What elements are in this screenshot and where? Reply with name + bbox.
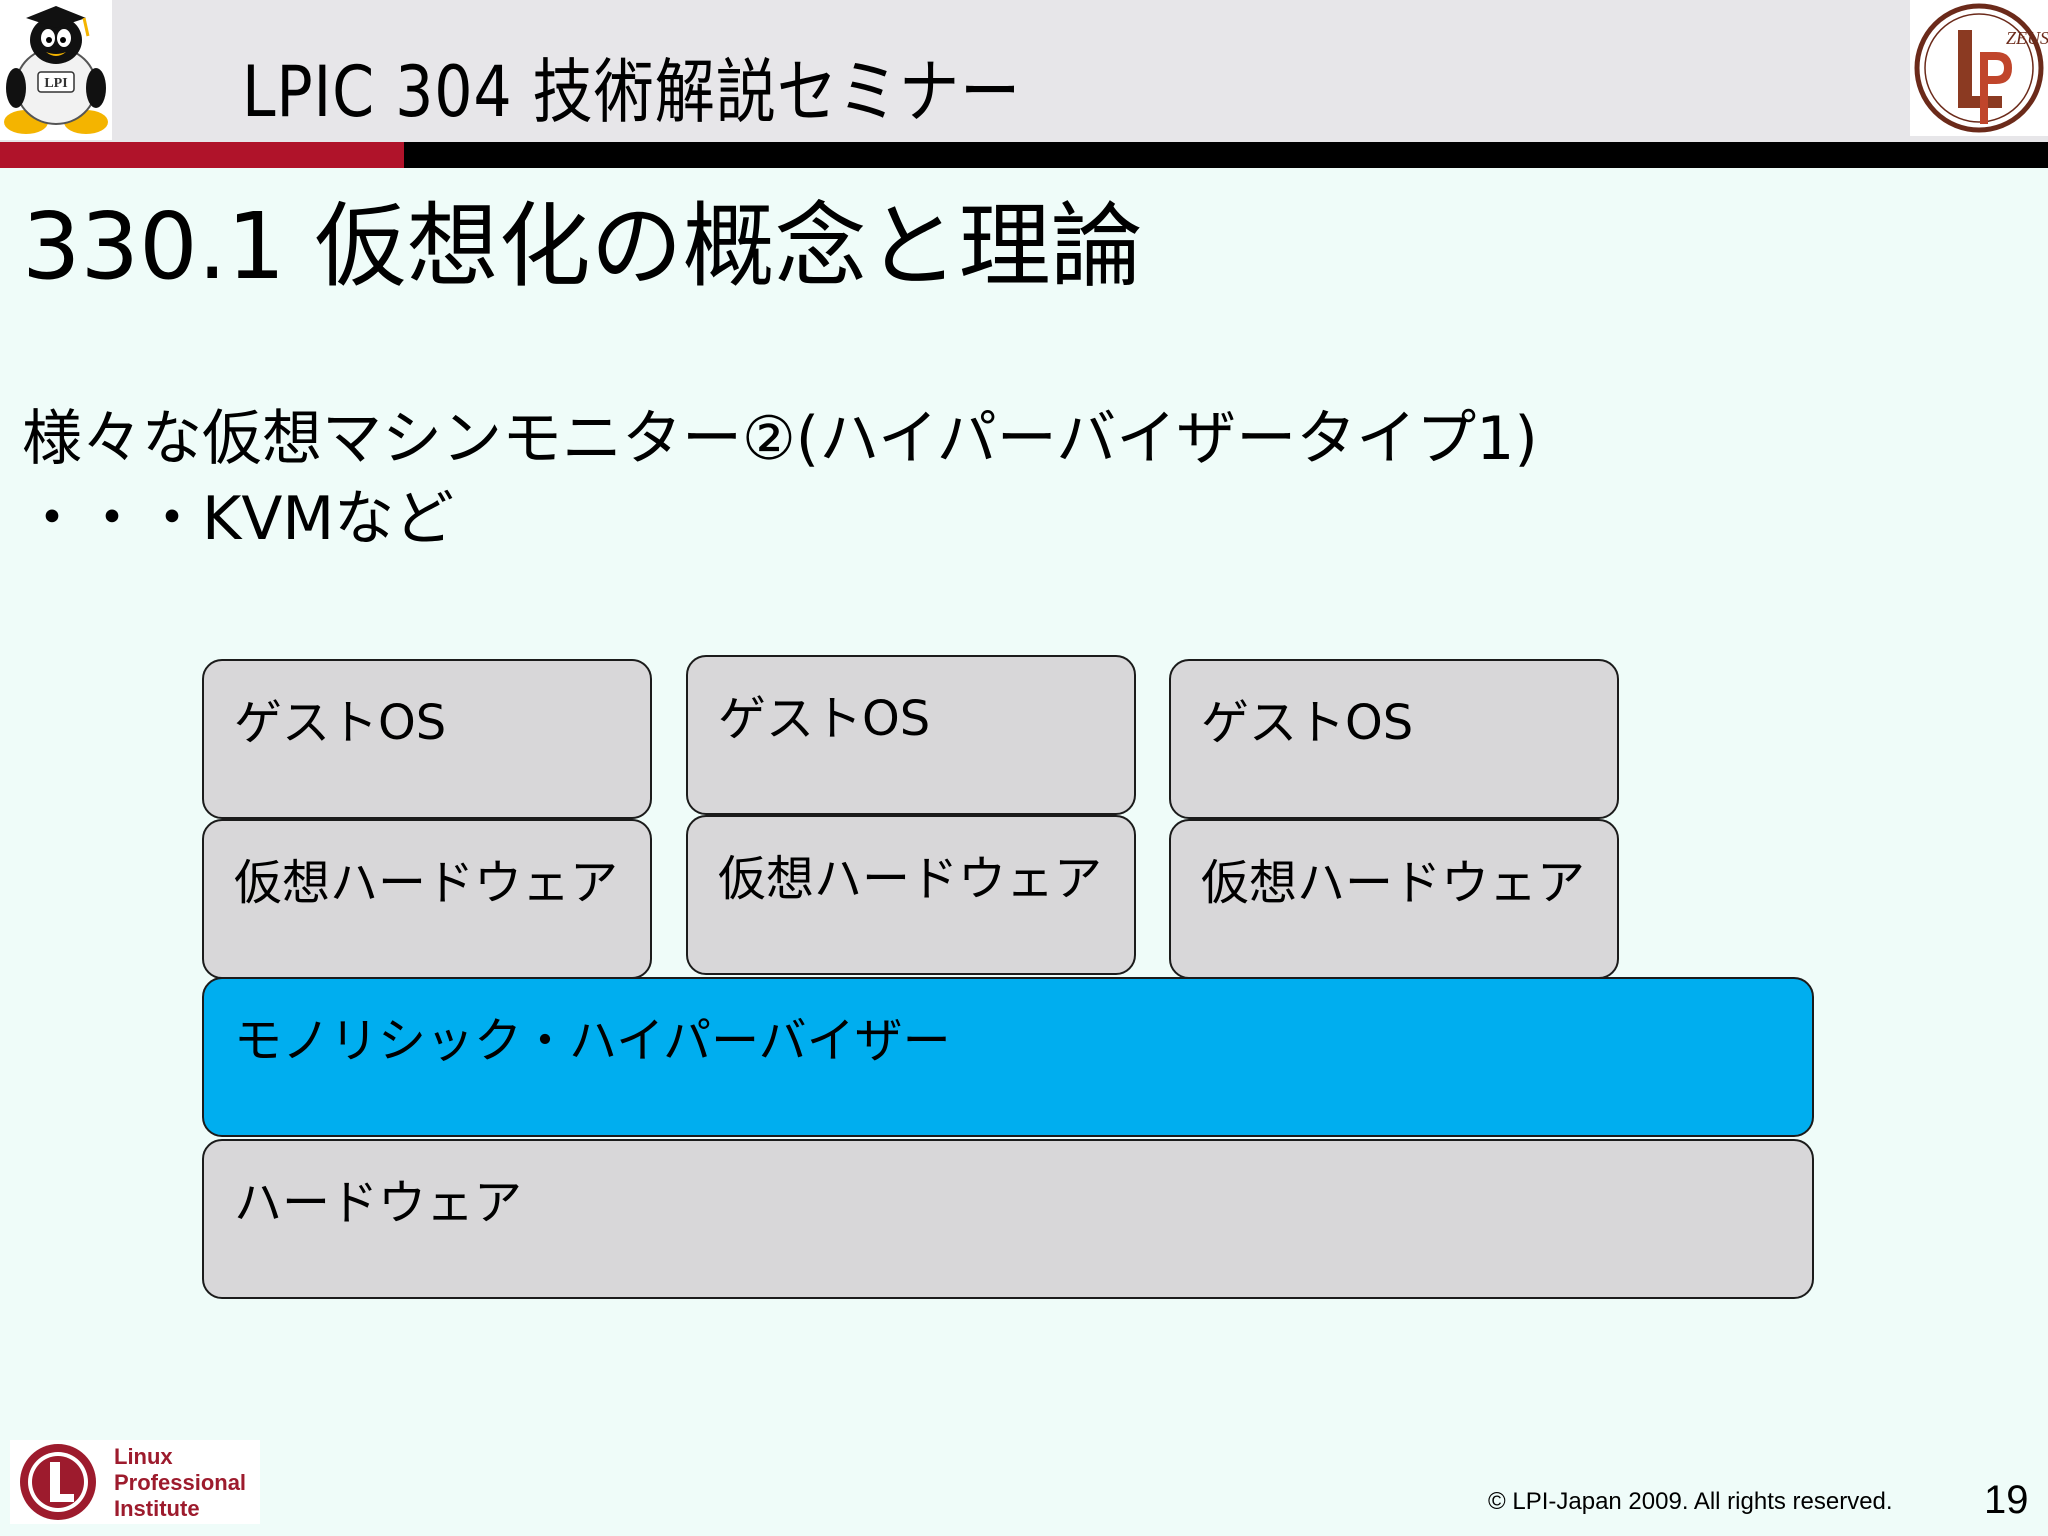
hypervisor-box: モノリシック・ハイパーバイザー	[202, 977, 1814, 1137]
lpi-wordmark-line-2: Professional	[114, 1470, 247, 1495]
lpi-footer-logo: Linux Professional Institute	[10, 1440, 260, 1524]
mascot-badge-text: LPI	[44, 76, 67, 91]
virtual-hw-box-2: 仮想ハードウェア	[686, 815, 1136, 975]
guest-os-box-1: ゲストOS	[202, 659, 652, 819]
guest-os-box-2: ゲストOS	[686, 655, 1136, 815]
guest-os-label-1: ゲストOS	[234, 695, 447, 751]
body-line-2: ・・・KVMなど	[22, 484, 455, 554]
zeus-badge-text: ZEUS	[2006, 28, 2048, 48]
body-line-1: 様々な仮想マシンモニター②(ハイパーバイザータイプ1)	[22, 404, 1538, 474]
virtual-hw-box-3: 仮想ハードウェア	[1169, 819, 1619, 979]
guest-os-box-3: ゲストOS	[1169, 659, 1619, 819]
hardware-box: ハードウェア	[202, 1139, 1814, 1299]
virtual-hw-label-3: 仮想ハードウェア	[1201, 855, 1586, 911]
header-accent-black-bar	[404, 142, 2048, 168]
header-band	[0, 0, 2048, 142]
virtual-hw-box-1: 仮想ハードウェア	[202, 819, 652, 979]
virtual-hw-label-2: 仮想ハードウェア	[718, 851, 1103, 907]
header-title: LPIC 304 技術解説セミナー	[242, 51, 1022, 133]
lpi-wordmark-line-3: Institute	[114, 1496, 200, 1521]
lpi-wordmark-line-1: Linux	[114, 1444, 173, 1469]
guest-os-label-2: ゲストOS	[718, 691, 931, 747]
guest-os-label-3: ゲストOS	[1201, 695, 1414, 751]
hypervisor-label: モノリシック・ハイパーバイザー	[234, 1013, 951, 1069]
header-accent-red-bar	[0, 142, 404, 168]
virtual-hw-label-1: 仮想ハードウェア	[234, 855, 619, 911]
slide-title: 330.1 仮想化の概念と理論	[22, 193, 1143, 300]
tux-mascot-logo: LPI	[0, 0, 112, 140]
hardware-label: ハードウェア	[234, 1175, 523, 1231]
zeus-lp-logo: ZEUS	[1910, 0, 2048, 136]
lpi-wordmark: Linux Professional Institute	[114, 1444, 246, 1522]
page-number: 19	[1984, 1478, 2029, 1522]
copyright-text: © LPI-Japan 2009. All rights reserved.	[1488, 1488, 1893, 1515]
